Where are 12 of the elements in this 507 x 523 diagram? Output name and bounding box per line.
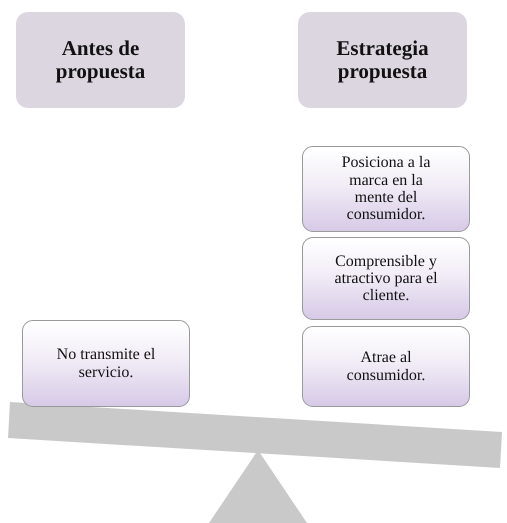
box-text: Posiciona a la marca en la mente del consumidor. [340,154,432,224]
text-box [302,237,470,320]
heading-box [298,12,467,108]
text-box [22,320,190,407]
heading-text: Estrategia propuesta [335,36,430,84]
text-box [302,326,470,407]
heading-text: Antes de propuesta [54,36,146,84]
box-text: Atrae al consumidor. [346,349,426,384]
heading-box [16,12,185,108]
text-box [302,146,470,232]
box-text: No transmite el servicio. [56,346,156,381]
box-text: Comprensible y atractivo para el cliente. [333,252,439,304]
